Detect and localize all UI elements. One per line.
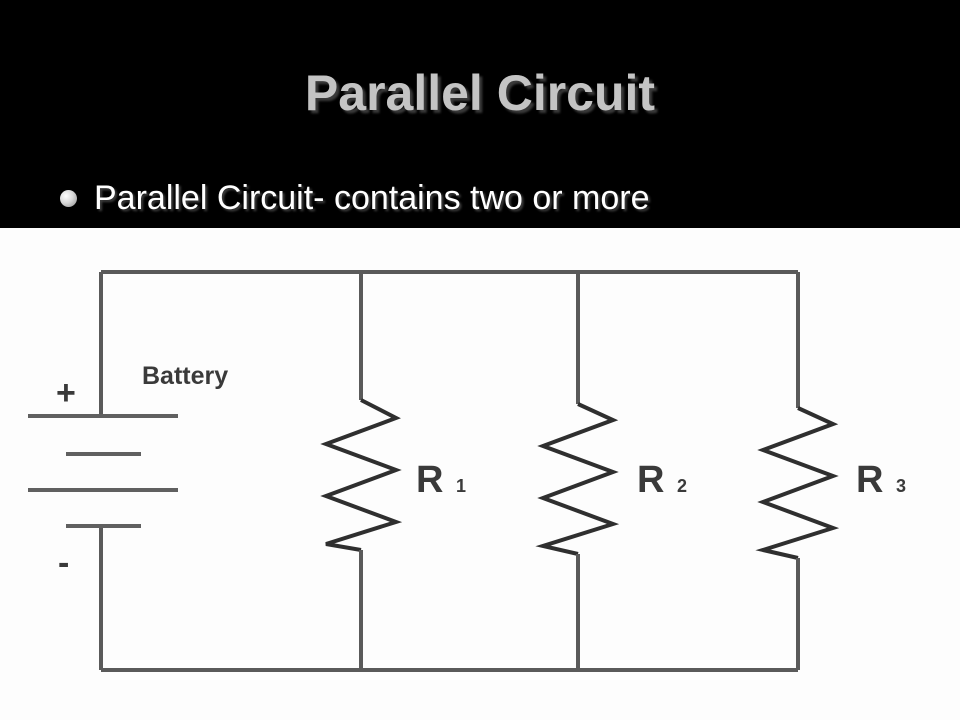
circuit-diagram: Battery + - R 1 R 2 R 3 xyxy=(28,270,906,672)
resistor-branch-2: R 2 xyxy=(535,272,687,670)
resistor-3-index: 3 xyxy=(896,476,906,496)
battery-symbol xyxy=(28,414,178,528)
resistor-2-zigzag xyxy=(535,402,620,556)
minus-sign: - xyxy=(58,544,69,582)
battery-label: Battery xyxy=(142,362,228,390)
resistor-2-index: 2 xyxy=(677,476,687,496)
resistor-1-letter: R xyxy=(416,459,443,501)
resistor-3-zigzag xyxy=(755,406,840,560)
resistor-3-letter: R xyxy=(856,459,883,501)
bullet-point: Parallel Circuit- contains two or more xyxy=(60,174,650,222)
resistor-1-zigzag xyxy=(320,398,403,552)
resistor-branch-1: R 1 xyxy=(320,272,466,670)
circuit-diagram-panel: Battery + - R 1 R 2 R 3 xyxy=(0,228,960,720)
resistor-1-index: 1 xyxy=(456,476,466,496)
resistor-2-letter: R xyxy=(637,459,664,501)
bullet-text: Parallel Circuit- contains two or more xyxy=(94,178,650,217)
resistor-branch-3: R 3 xyxy=(755,272,906,670)
plus-sign: + xyxy=(56,374,76,412)
slide-title: Parallel Circuit xyxy=(304,65,656,121)
bullet-dot-icon xyxy=(60,189,77,207)
